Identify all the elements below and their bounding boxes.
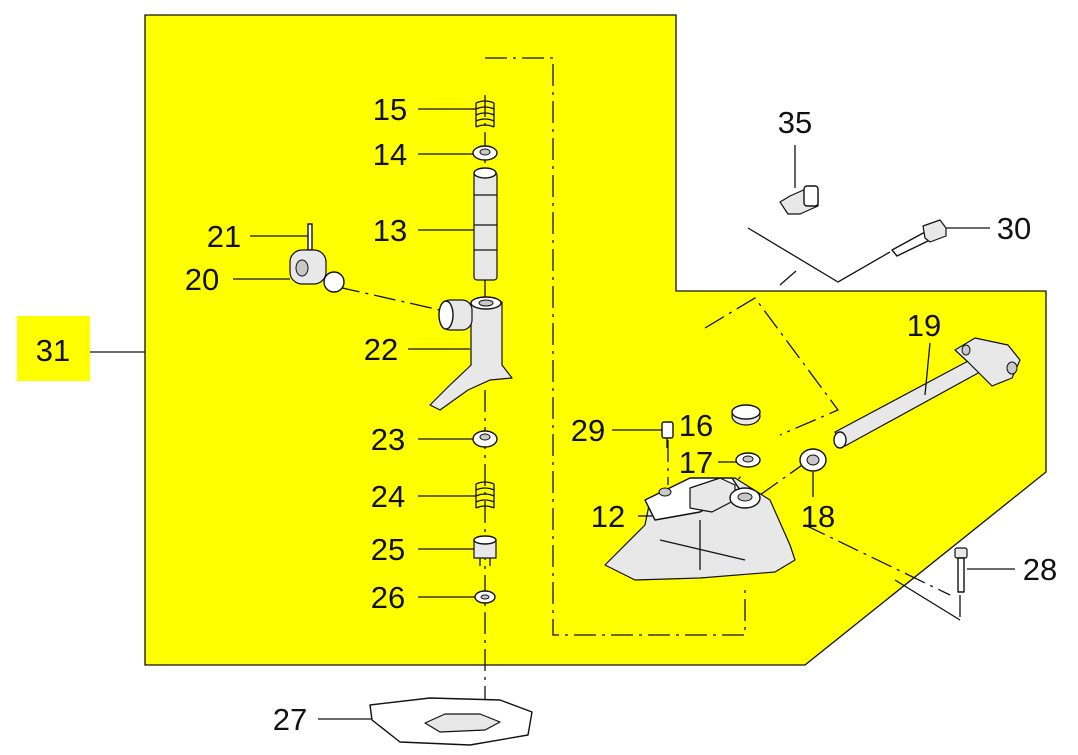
label-30: 30 (997, 211, 1031, 246)
part-18-seal[interactable] (799, 448, 827, 472)
label-13: 13 (373, 213, 407, 248)
part-14-washer[interactable] (472, 145, 498, 161)
connector-35-30 (747, 227, 891, 283)
part-30-screw[interactable] (891, 219, 947, 257)
label-27: 27 (273, 702, 307, 737)
label-12: 12 (591, 499, 625, 534)
part-26-clip[interactable] (474, 590, 496, 604)
label-18: 18 (801, 499, 835, 534)
label-15: 15 (373, 92, 407, 127)
part-15-spring[interactable] (475, 100, 495, 128)
part-22-shift-lever[interactable] (429, 296, 513, 411)
part-19-rod[interactable] (833, 337, 1021, 449)
part-35-plug[interactable] (779, 185, 819, 215)
label-14: 14 (373, 137, 407, 172)
label-16: 16 (679, 408, 713, 443)
label-23: 23 (371, 422, 405, 457)
connector-28 (894, 579, 961, 621)
label-19: 19 (907, 308, 941, 343)
part-23-washer[interactable] (472, 430, 498, 448)
label-31: 31 (36, 333, 70, 368)
assembly-31-region (144, 14, 1047, 666)
label-17: 17 (679, 445, 713, 480)
leader-lines (233, 108, 1015, 720)
label-26: 26 (371, 580, 405, 615)
assembly-31-label-box[interactable] (17, 316, 90, 381)
part-29-bolt[interactable] (661, 421, 674, 448)
label-25: 25 (371, 532, 405, 567)
part-20-ball-joint[interactable] (289, 249, 345, 293)
part-27-gasket[interactable] (369, 697, 533, 746)
label-21: 21 (207, 219, 241, 254)
part-21-pin[interactable] (307, 223, 313, 251)
part-25-cap[interactable] (473, 535, 497, 566)
label-22: 22 (364, 332, 398, 367)
label-35: 35 (778, 105, 812, 140)
part-12-housing[interactable] (604, 477, 796, 581)
part-28-bolt[interactable] (954, 547, 968, 593)
part-17-washer[interactable] (735, 452, 761, 468)
part-16-cap[interactable] (731, 404, 761, 426)
part-13-shaft[interactable] (473, 167, 498, 281)
label-28: 28 (1023, 552, 1057, 587)
label-24: 24 (371, 479, 405, 514)
label-29: 29 (571, 413, 605, 448)
label-20: 20 (185, 262, 219, 297)
